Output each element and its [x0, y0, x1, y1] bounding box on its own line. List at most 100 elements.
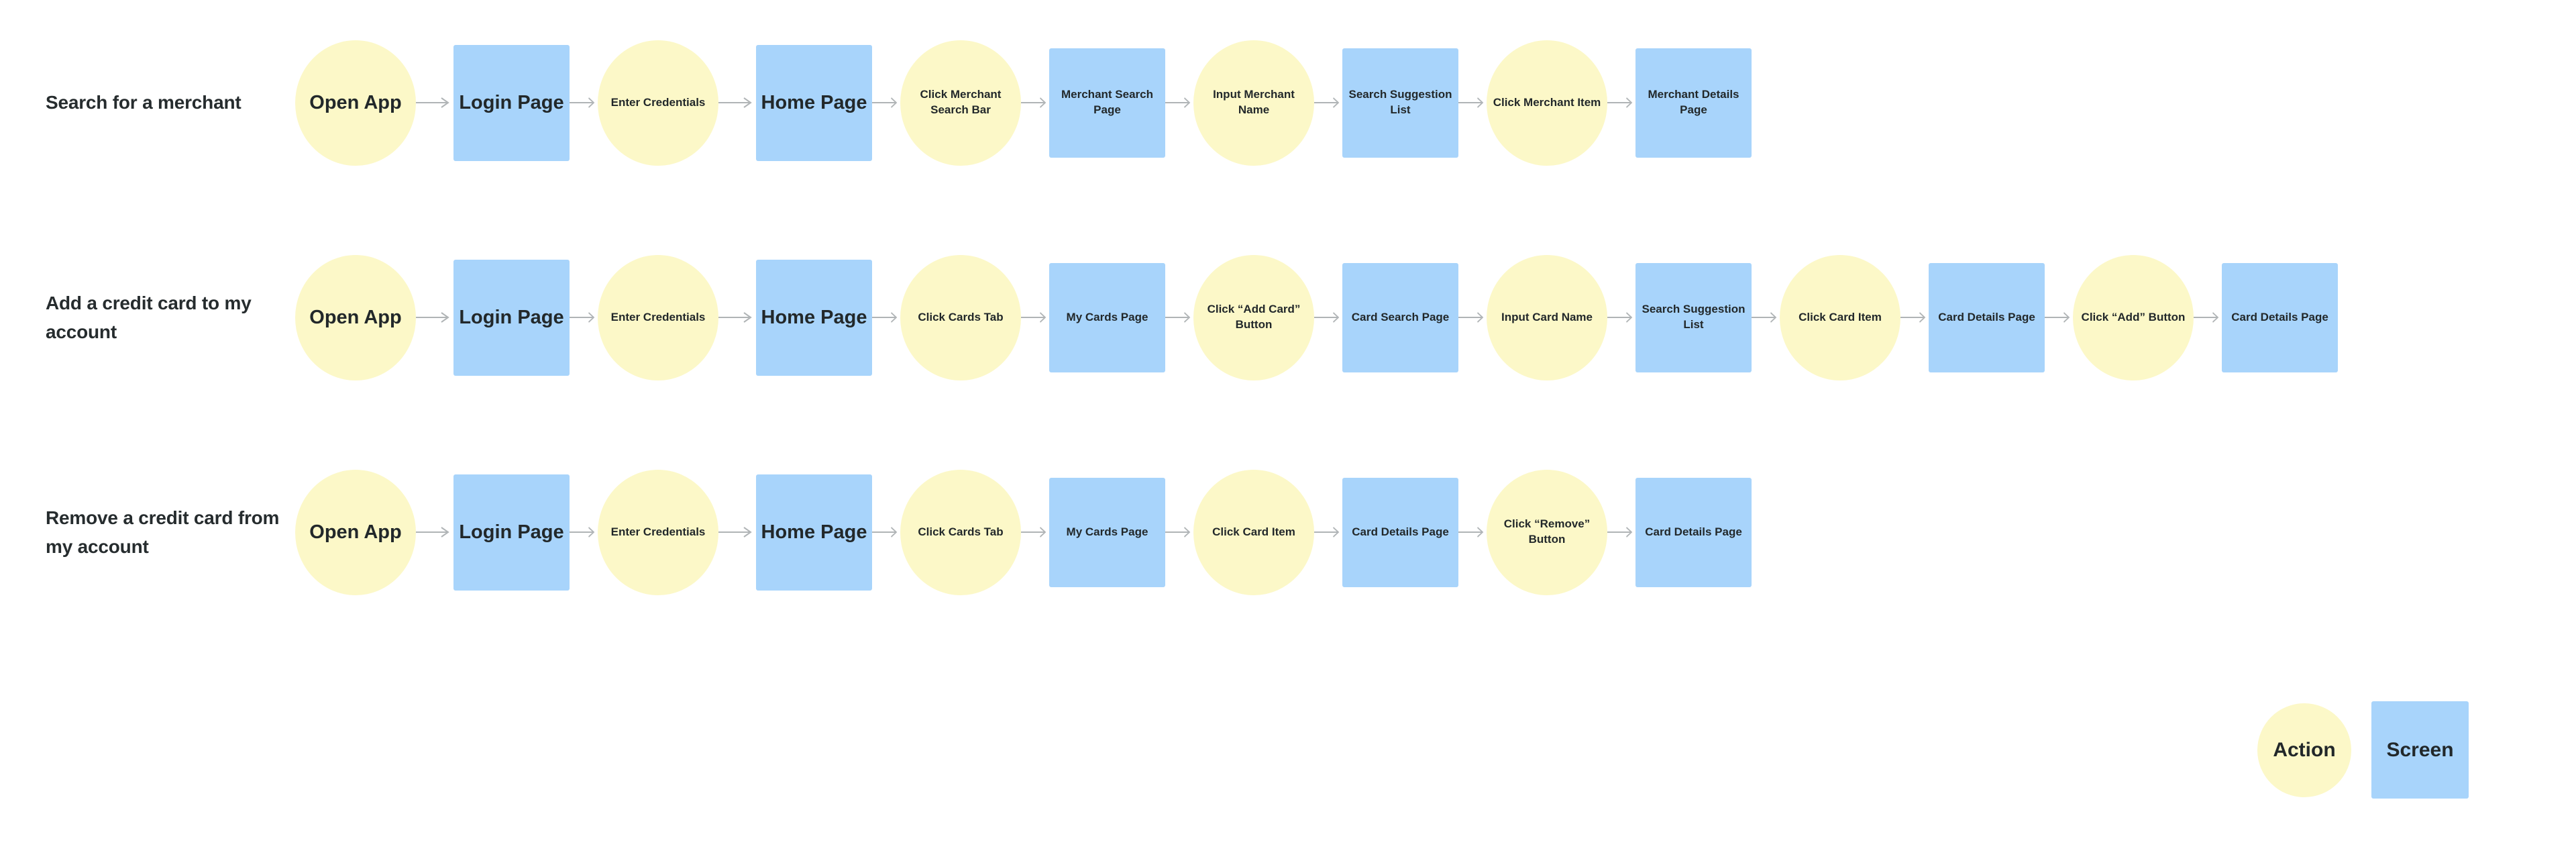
flow-node-screen-login-page[interactable]: Login Page — [453, 44, 570, 161]
flow-arrow — [872, 527, 898, 538]
flow-title: Add a credit card to my account — [46, 292, 252, 342]
flow-arrow — [1165, 312, 1191, 323]
legend-screen-label: Screen — [2386, 738, 2454, 761]
flow-node-screen-home-page[interactable]: Home Page — [756, 259, 872, 376]
flow-node-label: Search Suggestion List — [1348, 88, 1452, 116]
flow-node-action-enter-credentials[interactable]: Enter Credentials — [598, 254, 718, 380]
flow-node-action-input-merchant-name[interactable]: Input Merchant Name — [1193, 40, 1314, 166]
flow-node-label: Open App — [309, 306, 402, 328]
flow-arrow — [718, 97, 752, 108]
flow-node-label: Click “Add” Button — [2081, 310, 2186, 323]
flow-arrow — [718, 527, 752, 538]
flow-node-label: My Cards Page — [1066, 310, 1148, 323]
flow-node-screen-my-cards-page[interactable]: My Cards Page — [1049, 262, 1165, 372]
flow-node-screen-merchant-details-page[interactable]: Merchant Details Page — [1635, 48, 1752, 158]
flow-node-label: Input Merchant Name — [1213, 88, 1295, 116]
flow-chain: Open App Login Page Enter Credentials Home … — [295, 40, 1752, 166]
flow-node-label: Click Merchant Search Bar — [920, 88, 1002, 116]
flow-node-action-enter-credentials[interactable]: Enter Credentials — [598, 40, 718, 166]
flow-arrow — [1021, 97, 1046, 108]
flow-title: Search for a merchant — [46, 92, 241, 113]
flow-node-label: Click “Add Card” Button — [1207, 303, 1301, 331]
flow-node-label: Home Page — [761, 306, 867, 328]
flow-arrow — [872, 312, 898, 323]
flow-arrow — [1458, 97, 1484, 108]
flow-node-label: Enter Credentials — [610, 310, 706, 323]
flow-node-action-enter-credentials[interactable]: Enter Credentials — [598, 469, 718, 595]
flow-arrow — [416, 527, 449, 538]
flow-node-screen-login-page[interactable]: Login Page — [453, 259, 570, 376]
flow-node-screen-home-page[interactable]: Home Page — [756, 44, 872, 161]
flow-node-label: Search Suggestion List — [1642, 303, 1746, 331]
flow-node-label: Card Details Page — [2231, 310, 2328, 323]
flow-arrow — [1458, 527, 1484, 538]
flow-arrow — [1607, 527, 1633, 538]
flow-node-screen-card-details-page[interactable]: Card Details Page — [1929, 262, 2045, 372]
flow-node-action-click-merchant-search-bar[interactable]: Click Merchant Search Bar — [900, 40, 1021, 166]
flow-node-action-click-remove-button[interactable]: Click “Remove” Button — [1487, 469, 1607, 595]
flow-node-screen-login-page[interactable]: Login Page — [453, 474, 570, 591]
flow-arrow — [416, 312, 449, 323]
flow-node-action-click-add-button[interactable]: Click “Add” Button — [2073, 254, 2194, 380]
flow-node-label: Card Search Page — [1351, 310, 1450, 323]
flow-node-action-open-app[interactable]: Open App — [295, 469, 416, 595]
flow-arrow — [1752, 312, 1777, 323]
flow-arrow — [1021, 312, 1046, 323]
legend-screen-swatch: Screen — [2371, 701, 2469, 799]
flow-node-label: Home Page — [761, 91, 867, 113]
flow-node-label: Input Card Name — [1501, 310, 1593, 323]
legend-action-label: Action — [2273, 738, 2336, 761]
flow-arrow — [872, 97, 898, 108]
flow-arrow — [570, 527, 595, 538]
flow-arrow — [1314, 312, 1340, 323]
flow-arrow — [1607, 312, 1633, 323]
flow-node-screen-home-page[interactable]: Home Page — [756, 474, 872, 591]
flow-node-action-open-app[interactable]: Open App — [295, 254, 416, 380]
flow-arrow — [570, 97, 595, 108]
flow-node-action-click-add-card-button[interactable]: Click “Add Card” Button — [1193, 254, 1314, 380]
flow-node-label: Login Page — [459, 521, 564, 543]
flow-node-label: Home Page — [761, 521, 867, 543]
flow-chain: Open App Login Page Enter Credentials Home … — [295, 469, 1752, 595]
flow-arrow — [1458, 312, 1484, 323]
flow-node-action-click-card-item[interactable]: Click Card Item — [1193, 469, 1314, 595]
flow-node-screen-card-details-page[interactable]: Card Details Page — [2222, 262, 2338, 372]
flow-node-action-open-app[interactable]: Open App — [295, 40, 416, 166]
flow-node-label: Merchant Search Page — [1061, 88, 1153, 116]
flow-node-action-click-merchant-item[interactable]: Click Merchant Item — [1487, 40, 1607, 166]
flow-node-screen-card-search-page[interactable]: Card Search Page — [1342, 262, 1458, 372]
flow-arrow — [1314, 97, 1340, 108]
flow-node-action-click-cards-tab[interactable]: Click Cards Tab — [900, 469, 1021, 595]
flow-node-label: Enter Credentials — [610, 525, 706, 538]
flow-node-action-input-card-name[interactable]: Input Card Name — [1487, 254, 1607, 380]
flow-node-label: Open App — [309, 521, 402, 543]
flow-arrow — [1165, 97, 1191, 108]
flow-node-screen-card-details-page[interactable]: Card Details Page — [1635, 477, 1752, 587]
flow-arrow — [570, 312, 595, 323]
flow-arrow — [2045, 312, 2070, 323]
flow-node-screen-my-cards-page[interactable]: My Cards Page — [1049, 477, 1165, 587]
flow-node-screen-merchant-search-page[interactable]: Merchant Search Page — [1049, 48, 1165, 158]
flow-node-action-click-card-item[interactable]: Click Card Item — [1780, 254, 1900, 380]
legend: Action Screen — [2257, 701, 2469, 799]
flow-arrow — [1021, 527, 1046, 538]
flow-arrow — [2194, 312, 2219, 323]
flow-node-label: Card Details Page — [1645, 525, 1742, 538]
flow-row-add-a-credit-card: Add a credit card to my account Open App… — [0, 234, 2338, 401]
flow-node-action-click-cards-tab[interactable]: Click Cards Tab — [900, 254, 1021, 380]
flow-node-label: Card Details Page — [1938, 310, 2035, 323]
flow-row-remove-a-credit-card: Remove a credit card from my account Ope… — [0, 448, 1752, 616]
flow-node-label: Open App — [309, 91, 402, 113]
flow-node-screen-search-suggestion-list[interactable]: Search Suggestion List — [1635, 262, 1752, 372]
flow-node-label: Login Page — [459, 306, 564, 328]
flow-node-label: Login Page — [459, 91, 564, 113]
flow-title: Remove a credit card from my account — [46, 507, 280, 557]
flow-node-screen-card-details-page[interactable]: Card Details Page — [1342, 477, 1458, 587]
legend-action-swatch: Action — [2257, 703, 2351, 797]
flow-node-label: Click Card Item — [1212, 525, 1295, 538]
flow-node-label: Click Card Item — [1799, 310, 1882, 323]
flow-node-label: Click Merchant Item — [1493, 95, 1601, 109]
flow-node-screen-search-suggestion-list[interactable]: Search Suggestion List — [1342, 48, 1458, 158]
flow-node-label: Click Cards Tab — [918, 310, 1004, 323]
